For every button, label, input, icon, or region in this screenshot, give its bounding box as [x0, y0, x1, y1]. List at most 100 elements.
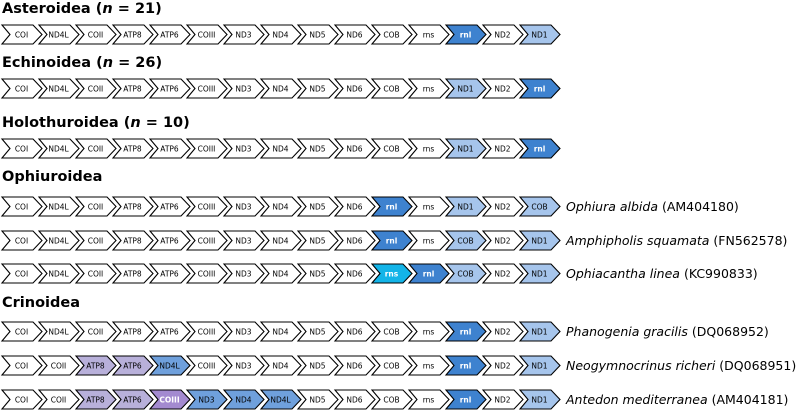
- gene-arrow-shape: [333, 355, 376, 376]
- gene-arrow-shape: [444, 321, 487, 342]
- gene-block-coiii: COIII: [185, 321, 228, 342]
- sample-size-symbol: n: [102, 1, 113, 17]
- gene-label: ND4L: [270, 395, 291, 404]
- gene-label: COII: [51, 395, 67, 404]
- gene-block-nd4: ND4: [259, 263, 302, 284]
- gene-arrow-shape: [370, 138, 413, 159]
- gene-block-nd6: ND6: [333, 263, 376, 284]
- gene-label: ND4L: [159, 361, 180, 370]
- gene-arrow-shape: [444, 138, 487, 159]
- gene-arrow-shape: [185, 355, 228, 376]
- gene-arrow-shape: [407, 263, 450, 284]
- gene-arrow-shape: [0, 24, 43, 45]
- species-label-ophiacantha-linea: Ophiacantha linea (KC990833): [566, 266, 758, 282]
- gene-label: ND5: [309, 327, 325, 336]
- gene-block-nd3: ND3: [222, 263, 265, 284]
- gene-block-nd5: ND5: [296, 321, 339, 342]
- gene-block-nd2: ND2: [481, 355, 524, 376]
- gene-block-nd4: ND4: [259, 78, 302, 99]
- gene-label: rnl: [423, 269, 435, 278]
- gene-arrow-shape: [296, 24, 339, 45]
- species-label-ophiura-albida: Ophiura albida (AM404180): [566, 199, 739, 215]
- gene-label: ATP6: [123, 361, 142, 370]
- class-name: Holothuroidea: [2, 115, 119, 131]
- gene-block-nd6: ND6: [333, 389, 376, 410]
- gene-arrow-shape: [111, 263, 154, 284]
- accession-number: (DQ068952): [687, 324, 769, 339]
- gene-label: COI: [15, 327, 28, 336]
- gene-arrow-shape: [0, 138, 43, 159]
- gene-label: COII: [51, 361, 67, 370]
- gene-arrow-shape: [481, 321, 524, 342]
- gene-block-nd2: ND2: [481, 389, 524, 410]
- gene-block-nd5: ND5: [296, 355, 339, 376]
- gene-arrow-shape: [74, 24, 117, 45]
- gene-block-nd4l: ND4L: [37, 24, 80, 45]
- gene-block-rnl: rnl: [444, 355, 487, 376]
- gene-arrow-shape: [518, 78, 561, 99]
- gene-arrow-shape: [370, 24, 413, 45]
- gene-block-cob: COB: [370, 389, 413, 410]
- gene-label: rnl: [386, 236, 398, 245]
- gene-block-nd4: ND4: [259, 355, 302, 376]
- gene-block-nd5: ND5: [296, 389, 339, 410]
- gene-arrow-shape: [296, 263, 339, 284]
- gene-block-atp6: ATP6: [111, 389, 154, 410]
- gene-label: COIII: [198, 236, 216, 245]
- gene-block-coi: COI: [0, 138, 43, 159]
- species-label-phanogenia-gracilis: Phanogenia gracilis (DQ068952): [566, 324, 769, 340]
- gene-arrow-shape: [222, 24, 265, 45]
- gene-block-atp8: ATP8: [111, 24, 154, 45]
- class-title-ophiuroidea: Ophiuroidea: [2, 168, 102, 186]
- gene-block-coi: COI: [0, 24, 43, 45]
- gene-label: rns: [423, 395, 435, 404]
- gene-block-rnl: rnl: [518, 78, 561, 99]
- accession-number: (FN562578): [709, 233, 788, 248]
- gene-arrow-shape: [407, 24, 450, 45]
- gene-arrow-shape: [74, 230, 117, 251]
- sample-size-value: = 26): [113, 55, 163, 71]
- accession-number: (DQ068951): [715, 358, 797, 373]
- gene-block-nd6: ND6: [333, 24, 376, 45]
- gene-arrow-shape: [296, 230, 339, 251]
- gene-label: COI: [15, 236, 28, 245]
- gene-block-rns: rns: [407, 78, 450, 99]
- gene-block-rnl: rnl: [444, 24, 487, 45]
- gene-label: ND5: [309, 202, 325, 211]
- gene-block-rns: rns: [407, 321, 450, 342]
- gene-block-coii: COII: [74, 230, 117, 251]
- gene-arrow-shape: [481, 230, 524, 251]
- gene-arrow-shape: [518, 263, 561, 284]
- gene-label: ND3: [198, 395, 214, 404]
- gene-label: COB: [383, 327, 399, 336]
- gene-label: ND4: [272, 327, 288, 336]
- gene-block-nd1: ND1: [518, 230, 561, 251]
- class-title-holothuroidea: Holothuroidea (n = 10): [2, 114, 190, 132]
- gene-block-nd1: ND1: [444, 78, 487, 99]
- gene-label: ATP6: [160, 269, 179, 278]
- gene-block-rns: rns: [370, 263, 413, 284]
- gene-block-coii: COII: [37, 355, 80, 376]
- gene-arrow-shape: [481, 355, 524, 376]
- gene-block-nd4: ND4: [259, 138, 302, 159]
- gene-label: COII: [88, 327, 104, 336]
- gene-block-nd6: ND6: [333, 138, 376, 159]
- gene-label: ATP6: [160, 236, 179, 245]
- sample-size-prefix: (: [91, 55, 103, 71]
- sample-size-symbol: n: [130, 115, 141, 131]
- gene-label: ATP6: [160, 327, 179, 336]
- gene-block-nd4: ND4: [259, 321, 302, 342]
- gene-label: ATP6: [160, 30, 179, 39]
- gene-block-atp8: ATP8: [111, 138, 154, 159]
- gene-label: rnl: [460, 395, 472, 404]
- species-name: Ophiacantha linea: [566, 266, 680, 281]
- gene-arrow-shape: [0, 78, 43, 99]
- gene-label: COIII: [198, 84, 216, 93]
- gene-label: ND4: [272, 269, 288, 278]
- gene-arrow-shape: [37, 24, 80, 45]
